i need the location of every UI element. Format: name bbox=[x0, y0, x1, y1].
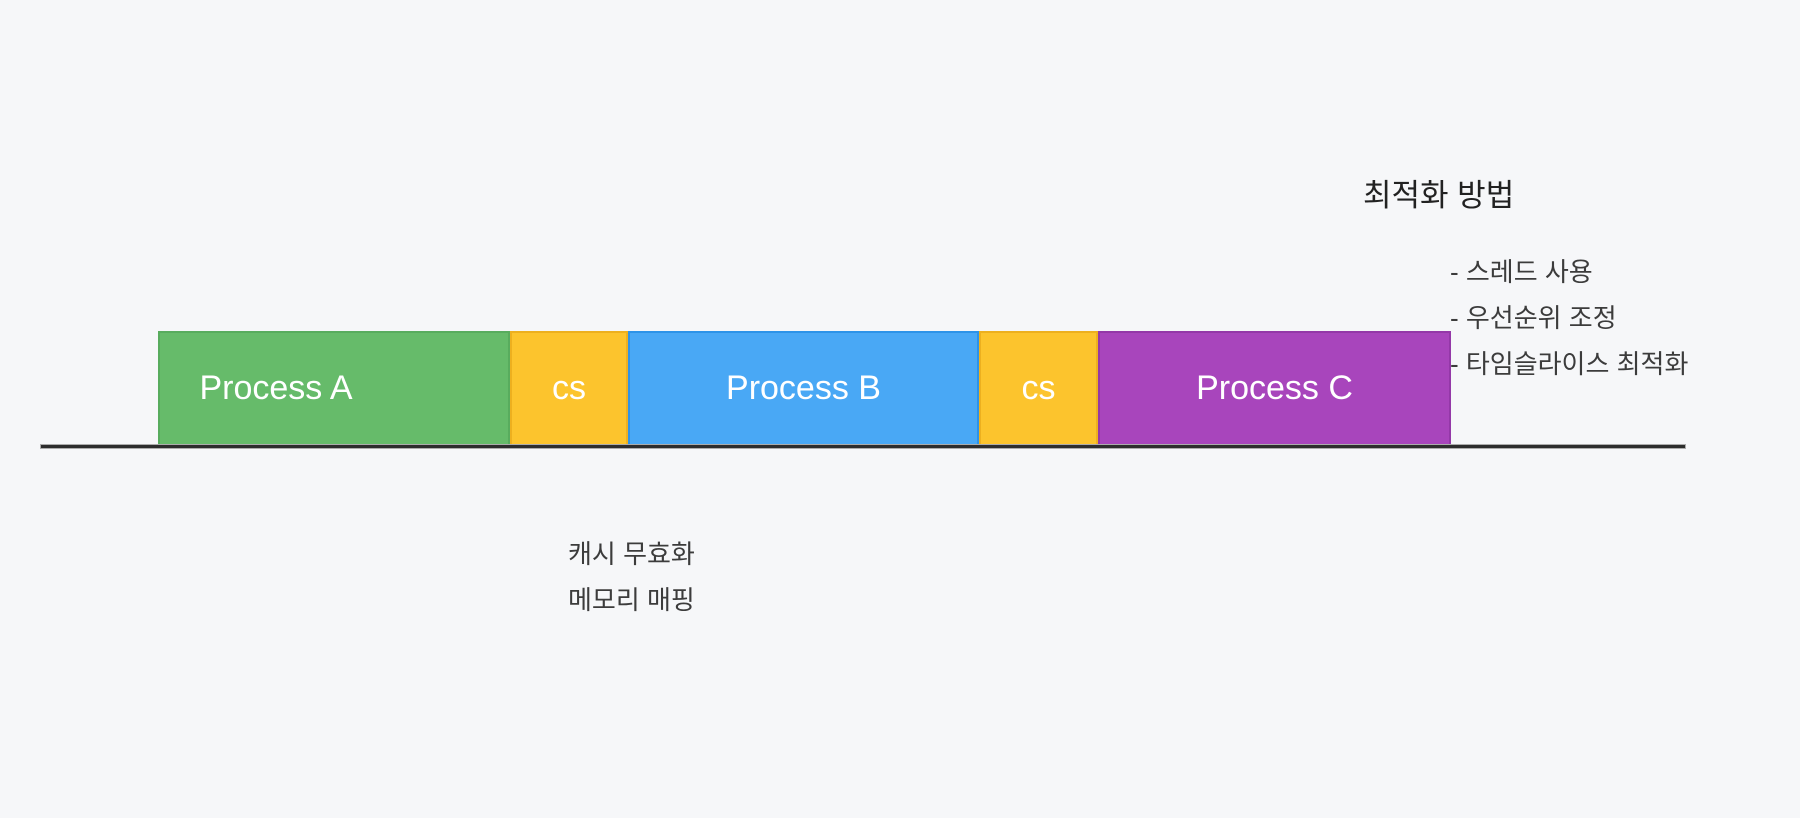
timeline-segment-context-switch-2: cs bbox=[979, 331, 1098, 446]
timeline-segment-process-c: Process C bbox=[1098, 331, 1451, 446]
segment-label-process-c: Process C bbox=[1196, 369, 1353, 407]
segment-label-process-b: Process B bbox=[726, 369, 881, 407]
optimization-methods-list: - 스레드 사용 - 우선순위 조정 - 타임슬라이스 최적화 bbox=[1450, 249, 1688, 387]
segment-label-context-switch-2: cs bbox=[1021, 369, 1056, 407]
optimization-methods-title: 최적화 방법 bbox=[1363, 178, 1515, 213]
timeline-segment-context-switch-1: cs bbox=[510, 331, 628, 446]
segment-label-context-switch-1: cs bbox=[552, 369, 586, 407]
context-switch-note: 메모리 매핑 bbox=[568, 585, 695, 615]
timeline-segment-process-b: Process B bbox=[628, 331, 979, 446]
segment-label-process-a: Process A bbox=[199, 369, 353, 407]
context-switch-note: 캐시 무효화 bbox=[568, 539, 695, 569]
timeline-segment-process-a: Process A bbox=[158, 331, 510, 446]
optimization-item: - 스레드 사용 bbox=[1450, 257, 1593, 287]
context-switch-notes: 캐시 무효화 메모리 매핑 bbox=[568, 531, 695, 623]
timeline-axis-line bbox=[40, 444, 1686, 449]
optimization-item: - 우선순위 조정 bbox=[1450, 303, 1617, 333]
optimization-item: - 타임슬라이스 최적화 bbox=[1450, 349, 1689, 379]
